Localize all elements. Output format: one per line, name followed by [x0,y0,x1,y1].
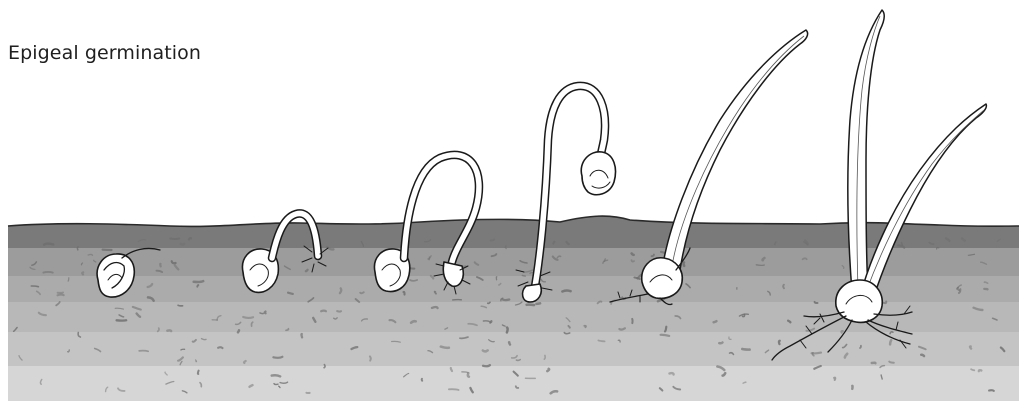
soil-speckle [507,328,508,333]
soil-speckle [522,275,525,276]
soil-speckle [462,372,468,373]
soil-speckle [921,355,924,356]
soil-speckle [306,270,308,271]
diagram-title: Epigeal germination [8,42,201,64]
soil-speckle [989,390,994,391]
soil-speckle [483,365,490,366]
soil-speckle [503,300,510,301]
soil-speckle [451,368,452,371]
soil-speckle [562,291,570,292]
soil-speckle [139,351,148,352]
soil-speckle [516,360,520,361]
soil-speckle [491,239,495,240]
soil-speckle [189,238,191,239]
soil-speckle [788,321,790,323]
soil-speckle [714,321,717,322]
soil-speckle [340,288,341,293]
soil-speckle [167,330,171,331]
soil-speckle [31,286,38,287]
soil-speckle [483,350,488,351]
soil-speckle [272,375,281,376]
soil-speckle [553,242,554,244]
soil-speckle [890,340,891,344]
soil-speckle [803,258,807,259]
soil-band-4 [8,332,1019,366]
soil-speckle [970,346,971,348]
soil-speckle [243,317,253,318]
soil-speckle [260,313,263,314]
soil-speckle [194,281,204,282]
soil-speckle [834,378,835,380]
soil-speckle [598,340,604,341]
soil-speckle [410,280,417,281]
soil-speckle [441,347,449,348]
soil-speckle [432,307,438,308]
seed-body [642,258,683,299]
soil-speckle [568,326,569,328]
soil-speckle [44,244,53,245]
soil-speckle [170,239,179,240]
soil-speckle [370,356,371,360]
soil-speckle [619,328,625,329]
soil-speckle [197,285,198,287]
soil-speckle [435,292,436,294]
soil-speckle [661,335,670,336]
soil-speckle [238,330,239,332]
soil-speckle [632,253,634,255]
soil-speckle [218,347,222,348]
soil-speckle [198,371,199,374]
soil-speckle [58,295,64,296]
soil-speckle [544,355,545,359]
soil-speckle [783,285,784,289]
soil-speckle [509,342,510,344]
soil-speckle [547,369,549,371]
soil-speckle [196,360,197,362]
soil-speckle [490,321,491,323]
soil-speckle [537,303,541,304]
soil-speckle [756,265,764,266]
soil-speckle [815,302,818,303]
soil-speckle [82,272,83,274]
soil-speckle [181,349,185,350]
soil-speckle [584,326,586,328]
soil-speckle [43,272,52,273]
soil-speckle [301,334,302,337]
soil-speckle [665,327,666,332]
soil-speckle [68,278,69,281]
soil-speckle [719,343,722,344]
soil-speckle [181,244,185,245]
soil-speckle [979,370,982,371]
soil-speckle [860,346,861,348]
soil-speckle [841,331,842,333]
bulb [836,280,882,322]
soil-speckle [449,389,459,390]
soil-speckle [178,305,183,306]
soil-speckle [324,365,325,368]
soil-speckle [742,349,749,350]
soil-speckle [404,292,405,295]
soil-speckle [321,311,326,312]
soil-speckle [683,262,684,265]
soil-speckle [265,312,266,314]
soil-speckle [889,362,894,363]
soil-speckle [360,292,364,293]
soil-speckle [422,379,423,381]
soil-speckle [763,258,765,260]
soil-speckle [273,357,282,358]
soil-speckle [77,247,78,250]
soil-speckle [468,373,469,377]
soil-speckle [250,385,253,387]
root-tip [523,284,542,302]
soil-speckle [505,246,506,248]
soil-speckle [288,293,293,294]
soil-speckle [971,369,974,370]
soil-speckle [779,341,780,344]
soil-speckle [957,288,959,291]
soil-speckle [902,243,903,246]
